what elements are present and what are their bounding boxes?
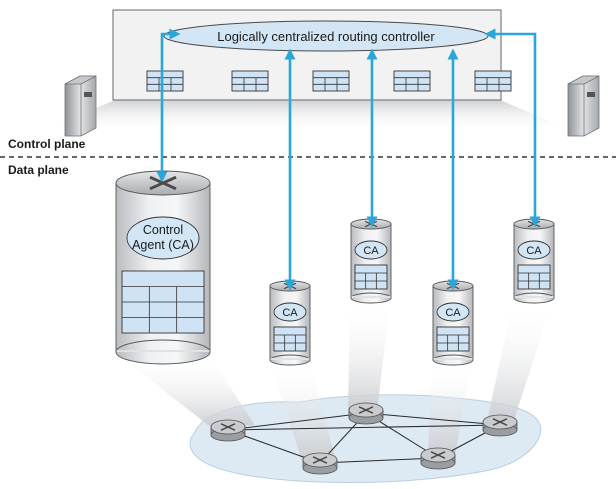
network-routers (210, 402, 518, 475)
router-3: CA (350, 218, 392, 304)
router-3-flow-table (354, 264, 388, 290)
controller-table-2 (231, 70, 269, 92)
controller-label: Logically centralized routing controller (217, 29, 435, 44)
control-agent-label-line1: Control (143, 223, 183, 237)
control-agent-label: CA (282, 307, 298, 319)
control-agent-label: CA (526, 245, 542, 257)
router-large-flow-table (121, 270, 205, 334)
control-agent-bubble (354, 240, 388, 260)
network-router-4 (420, 447, 456, 470)
data-plane-label: Data plane (8, 163, 69, 177)
control-agent-label-line2: Agent (CA) (132, 238, 194, 252)
network-router-3 (302, 452, 338, 475)
router-arrows-icon (220, 423, 236, 431)
control-plane-label: Control plane (8, 137, 86, 151)
controller-table-3 (312, 70, 350, 92)
arrow-to-agent-5 (484, 28, 541, 228)
network-router-2 (348, 402, 384, 425)
arrow-to-large-agent (156, 28, 181, 183)
control-agent-label: CA (445, 307, 461, 319)
router-2-flow-table (273, 326, 307, 352)
controller-table-5 (474, 70, 512, 92)
router-arrows-icon (492, 418, 508, 426)
controller-flow-tables (146, 70, 512, 92)
router-5-flow-table (517, 264, 551, 290)
router-2: CA (269, 280, 311, 366)
device-beams (118, 300, 553, 461)
control-agent-label: CA (363, 245, 379, 257)
control-agent-bubble (126, 216, 200, 260)
controller-table-1 (146, 70, 184, 92)
router-4-flow-table (436, 326, 470, 352)
router-arrows-icon (430, 451, 446, 459)
controller-shadow (40, 100, 575, 132)
server-left-icon (64, 75, 97, 137)
router-4: CA (432, 280, 474, 366)
network-router-1 (210, 419, 246, 442)
router-arrows-icon (358, 406, 374, 414)
control-agent-bubble (436, 302, 470, 322)
router-5: CA (513, 218, 555, 304)
router-arrows-icon (312, 456, 328, 464)
server-right-icon (567, 75, 600, 137)
control-arrows (156, 28, 541, 291)
control-agent-bubble (273, 302, 307, 322)
controller-table-4 (393, 70, 431, 92)
network-router-5 (482, 414, 518, 437)
control-agent-bubble (517, 240, 551, 260)
